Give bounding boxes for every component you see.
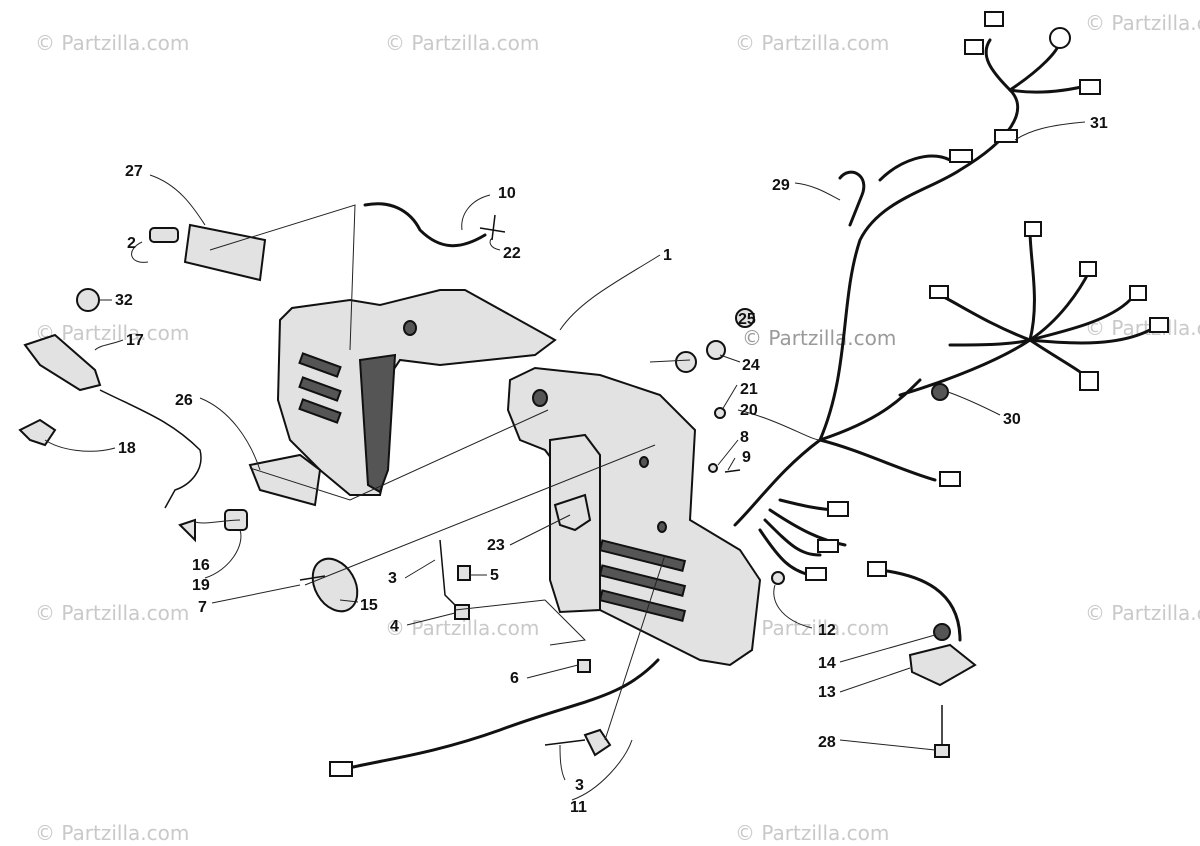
washer-icon: [675, 351, 697, 373]
bracket-icon: [248, 453, 322, 507]
callout-5: 5: [490, 567, 499, 584]
screw-icon: [724, 469, 741, 473]
nut-icon: [76, 288, 100, 312]
screw-icon: [544, 739, 586, 746]
cover-plate-icon: [311, 557, 359, 613]
callout-24: 24: [742, 357, 760, 374]
watermark: © Partzilla.com: [735, 821, 889, 845]
regulator-icon: [908, 643, 977, 687]
key-icon: [18, 418, 57, 447]
callout-3-upper: 3: [388, 570, 397, 587]
callout-31: 31: [1090, 115, 1108, 132]
callout-10: 10: [498, 185, 516, 202]
callout-2: 2: [127, 235, 136, 252]
clamp-icon: [457, 565, 471, 581]
callout-13: 13: [818, 684, 836, 701]
screw-icon: [299, 575, 326, 581]
hose-icon: [363, 202, 487, 248]
small-parts: [18, 202, 977, 758]
callout-4: 4: [390, 618, 399, 635]
nut-icon: [933, 623, 951, 641]
callout-23: 23: [487, 537, 505, 554]
cap-icon: [735, 308, 755, 328]
callout-16: 16: [192, 557, 210, 574]
plate-icon: [183, 223, 267, 282]
leader-lines: [44, 121, 1086, 801]
callout-3-lower: 3: [575, 777, 584, 794]
callout-17: 17: [126, 332, 144, 349]
ignition-switch-icon: [23, 333, 102, 392]
callout-29: 29: [772, 177, 790, 194]
watermark: © Partzilla.com: [385, 31, 539, 55]
cable-terminal-icon: [329, 761, 353, 777]
watermark: © Partzilla.com: [1085, 11, 1200, 35]
knob-icon: [149, 227, 179, 243]
callout-20: 20: [740, 402, 758, 419]
watermark: © Partzilla.com: [1085, 601, 1200, 625]
callout-15: 15: [360, 597, 378, 614]
callout-14: 14: [818, 655, 836, 672]
callout-27: 27: [125, 163, 143, 180]
watermark: © Partzilla.com: [1085, 316, 1200, 340]
wiring-harness: [733, 11, 1169, 581]
callout-8: 8: [740, 429, 749, 446]
watermark: © Partzilla.com: [742, 326, 896, 350]
callout-22: 22: [503, 245, 521, 262]
callout-9: 9: [742, 449, 751, 466]
washer-icon: [771, 571, 785, 585]
watermark: © Partzilla.com: [735, 31, 889, 55]
callout-6: 6: [510, 670, 519, 687]
connector-icon: [867, 561, 887, 577]
clip-icon: [838, 170, 866, 227]
callout-28: 28: [818, 734, 836, 751]
nut-icon: [706, 340, 726, 360]
ground-cable: [338, 658, 660, 772]
watermark-layer: © Partzilla.com © Partzilla.com © Partzi…: [35, 11, 1200, 845]
callout-7: 7: [198, 599, 207, 616]
callout-1: 1: [663, 247, 672, 264]
clip-icon: [583, 728, 612, 757]
fitting-icon: [479, 214, 506, 241]
callout-19: 19: [192, 577, 210, 594]
callout-18: 18: [118, 440, 136, 457]
callout-26: 26: [175, 392, 193, 409]
callout-labels: 27 2 10 22 1 32 17 18 26 16 19 7 15 3 5 …: [115, 115, 1108, 816]
callout-30: 30: [1003, 411, 1021, 428]
bracket-icon: [553, 493, 592, 532]
washer-icon: [708, 463, 718, 473]
switch-wire: [99, 389, 202, 509]
watermark: © Partzilla.com: [35, 31, 189, 55]
callout-11: 11: [570, 799, 587, 816]
callout-32: 32: [115, 292, 133, 309]
watermark: © Partzilla.com: [35, 821, 189, 845]
callout-21: 21: [740, 381, 758, 398]
clip-icon: [178, 518, 196, 543]
regulator-wire: [878, 568, 962, 642]
callout-12: 12: [818, 622, 836, 639]
watermark: © Partzilla.com: [35, 601, 189, 625]
washer-icon: [714, 407, 726, 419]
tab-icon: [454, 604, 470, 620]
bolt-head-icon: [934, 744, 950, 758]
watermark: © Partzilla.com: [735, 616, 889, 640]
callout-25: 25: [738, 311, 756, 328]
screw-icon: [577, 659, 591, 673]
